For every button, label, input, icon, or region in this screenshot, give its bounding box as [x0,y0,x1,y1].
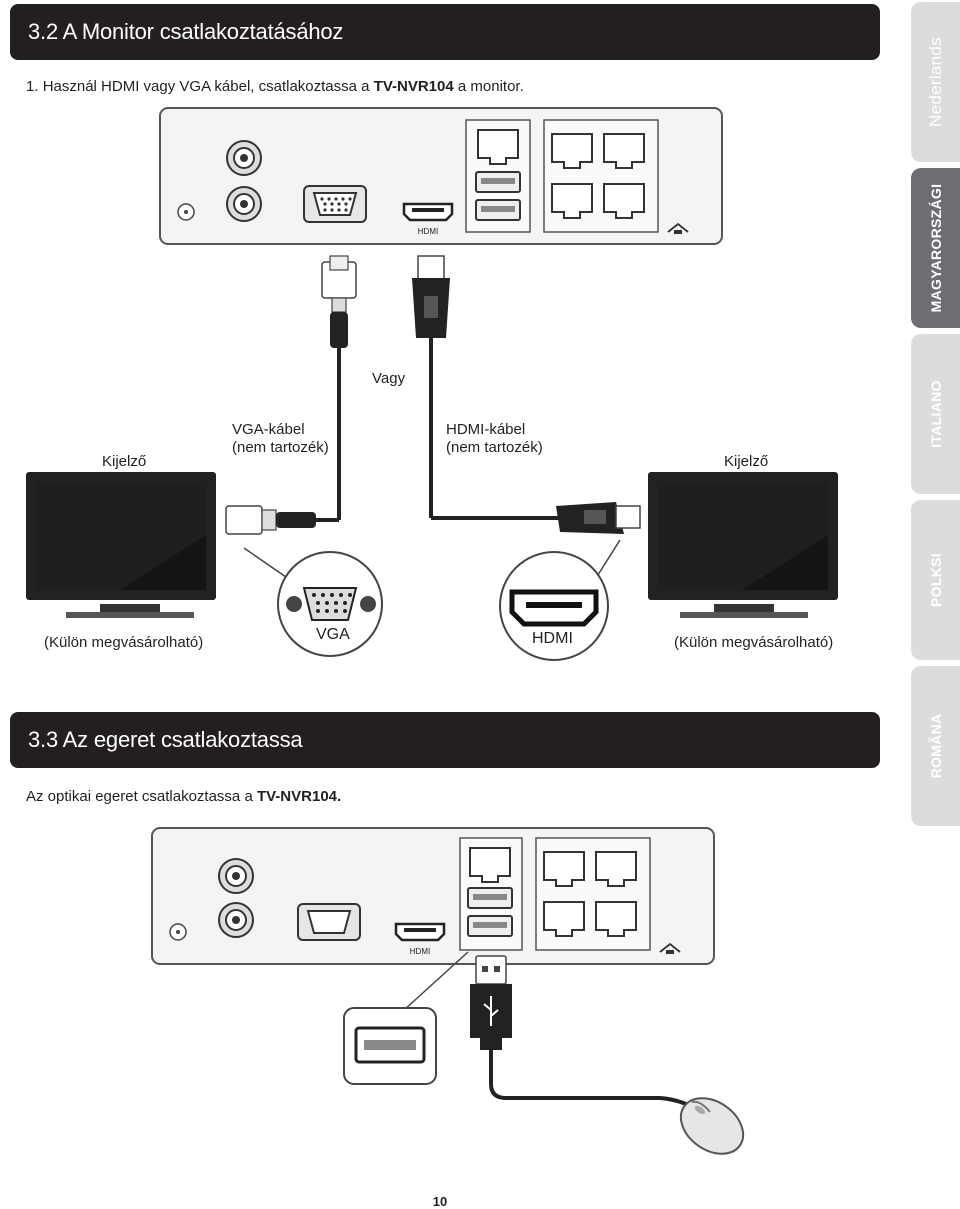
sold-separately-left: (Külön megvásárolható) [44,634,204,651]
mouse-connection-diagram: HDMI [151,827,745,1155]
hdmi-cable-name: HDMI-kábel [446,421,526,438]
hdmi-cable-note: (nem tartozék) [446,439,543,456]
model-name: TV-NVR104 [373,78,454,95]
section-header-mouse: 3.3 Az egeret csatlakoztassa [10,712,880,768]
instruction-monitor: 1. Használ HDMI vagy VGA kábel, csatlako… [26,78,524,95]
usb-icon [483,996,499,1026]
usb-callout [343,951,469,1085]
section-title: 3.2 A Monitor csatlakoztatásához [28,19,344,44]
tab-language-romana[interactable]: ROMÂNA [911,666,960,826]
hdmi-port-icon [402,202,454,222]
step-number: 1. [26,78,39,95]
usb-cable-icon [470,955,702,1114]
or-label: Vagy [372,370,406,387]
section-title: 3.3 Az egeret csatlakoztassa [28,727,303,752]
hdmi-port-label: HDMI [410,947,430,956]
section-header-monitor: 3.2 A Monitor csatlakoztatásához [10,4,880,60]
tab-label: POLKSI [927,553,944,607]
display-left-icon [26,472,216,618]
hdmi-callout [499,539,621,661]
vga-callout-label: VGA [316,626,350,643]
monitor-connection-diagram: HDMI [26,107,838,661]
nvr-back-panel: HDMI [151,827,715,965]
hdmi-callout-label: HDMI [532,630,573,647]
display-right-icon [648,472,838,618]
hdmi-cable-top [412,255,560,520]
tab-label: ITALIANO [927,380,944,448]
vga-cable-top [312,255,357,522]
mouse-icon [679,1097,745,1155]
instruction-text: Az optikai egeret csatlakoztassa a [26,788,253,805]
display-right-label: Kijelző [724,453,769,470]
instruction-mouse: Az optikai egeret csatlakoztassa a TV-NV… [26,788,341,805]
audio-port-icon [218,858,254,938]
tab-label: MAGYARORSZÁGI [927,183,944,313]
tab-language-magyar[interactable]: MAGYARORSZÁGI [911,168,960,328]
vga-connector-icon [225,505,316,535]
page-number: 10 [432,1194,448,1209]
audio-port-icon [226,140,262,222]
sold-separately-right: (Külön megvásárolható) [674,634,834,651]
model-name: TV-NVR104. [256,788,342,805]
vga-port-icon [303,185,367,223]
poe-ports-block [543,119,659,233]
lan-usb-block [465,119,531,233]
lan-usb-block [459,837,523,951]
poe-ports-block [535,837,651,951]
vga-cable-name: VGA-kábel [232,421,305,438]
instruction-text: Használ HDMI vagy VGA kábel, csatlakozta… [42,78,370,95]
hdmi-connector-icon [556,502,641,534]
vga-port-icon [297,903,361,941]
instruction-text-end: a monitor. [457,78,524,95]
tab-language-italiano[interactable]: ITALIANO [911,334,960,494]
vga-cable-label: VGA-kábel (nem tartozék) [232,421,329,457]
hdmi-port-label: HDMI [418,227,438,236]
tab-language-polski[interactable]: POLKSI [911,500,960,660]
nvr-back-panel: HDMI [159,107,723,245]
tab-language-nederlands[interactable]: Nederlands [911,2,960,162]
tab-label: ROMÂNA [927,713,944,779]
display-left-label: Kijelző [102,453,147,470]
hdmi-cable-label: HDMI-kábel (nem tartozék) [446,421,543,457]
vga-cable-note: (nem tartozék) [232,439,329,456]
hdmi-port-icon [394,922,446,942]
tab-label: Nederlands [925,37,945,127]
vga-callout [243,547,383,657]
